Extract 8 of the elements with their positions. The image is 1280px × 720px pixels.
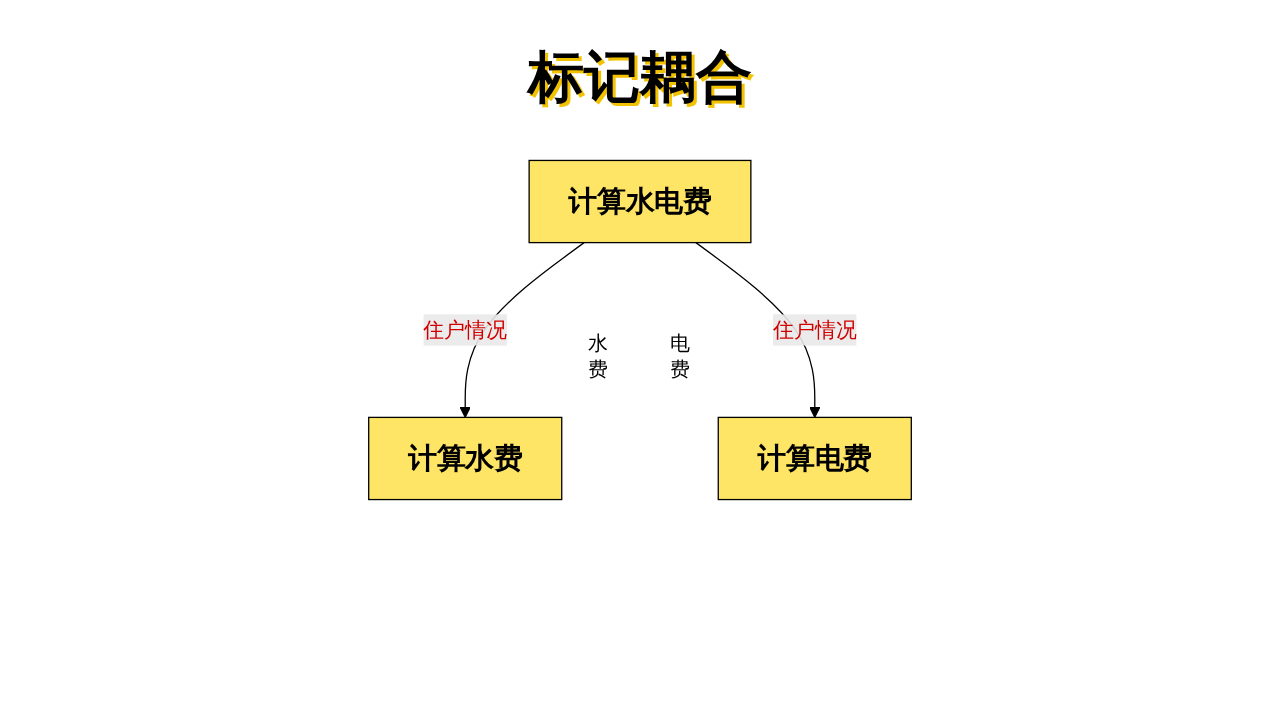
title: 标记耦合 bbox=[525, 43, 753, 111]
node-box: 计算水费 bbox=[368, 416, 563, 501]
flow-label: 电费 bbox=[670, 330, 692, 382]
node-box: 计算水电费 bbox=[528, 159, 752, 244]
node-box: 计算电费 bbox=[717, 416, 912, 501]
edge-label: 住户情况 bbox=[423, 316, 507, 342]
flow-label: 水费 bbox=[588, 330, 610, 382]
edge-label: 住户情况 bbox=[773, 316, 857, 342]
